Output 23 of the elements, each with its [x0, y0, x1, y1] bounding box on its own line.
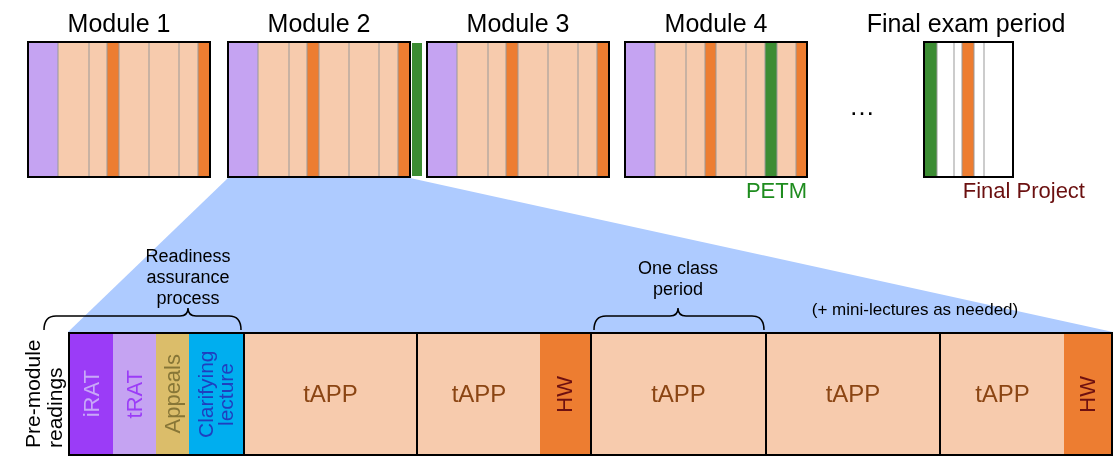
activity-segment: HW — [1064, 332, 1113, 456]
annotation-text: Final Project — [961, 180, 1085, 201]
block-title: Module 1 — [66, 8, 172, 38]
activity-segment: Clarifying lecture — [189, 332, 243, 456]
activity-segment: Appeals — [156, 332, 189, 456]
activity-segment: tAPP — [243, 332, 416, 456]
bracket-label: Readiness assurance process — [144, 246, 232, 309]
bracket-label: One class period — [636, 258, 719, 300]
activity-segment: tAPP — [590, 332, 765, 456]
note-text: (+ mini-lectures as needed) — [810, 299, 1020, 320]
activity-segment: tAPP — [416, 332, 540, 456]
block-title: Module 3 — [465, 8, 571, 38]
activity-segment: tAPP — [939, 332, 1064, 456]
block-title: Module 2 — [266, 8, 372, 38]
block-title: Final exam period — [865, 8, 1067, 38]
activity-segment: iRAT — [68, 332, 113, 456]
ellipsis-text: … — [848, 96, 876, 117]
activity-segment: tRAT — [113, 332, 156, 456]
rotated-label: Pre-module readings — [22, 338, 67, 448]
activity-segment: HW — [540, 332, 590, 456]
annotation-text: PETM — [744, 180, 807, 201]
activity-segment: tAPP — [765, 332, 939, 456]
block-title: Module 4 — [663, 8, 769, 38]
